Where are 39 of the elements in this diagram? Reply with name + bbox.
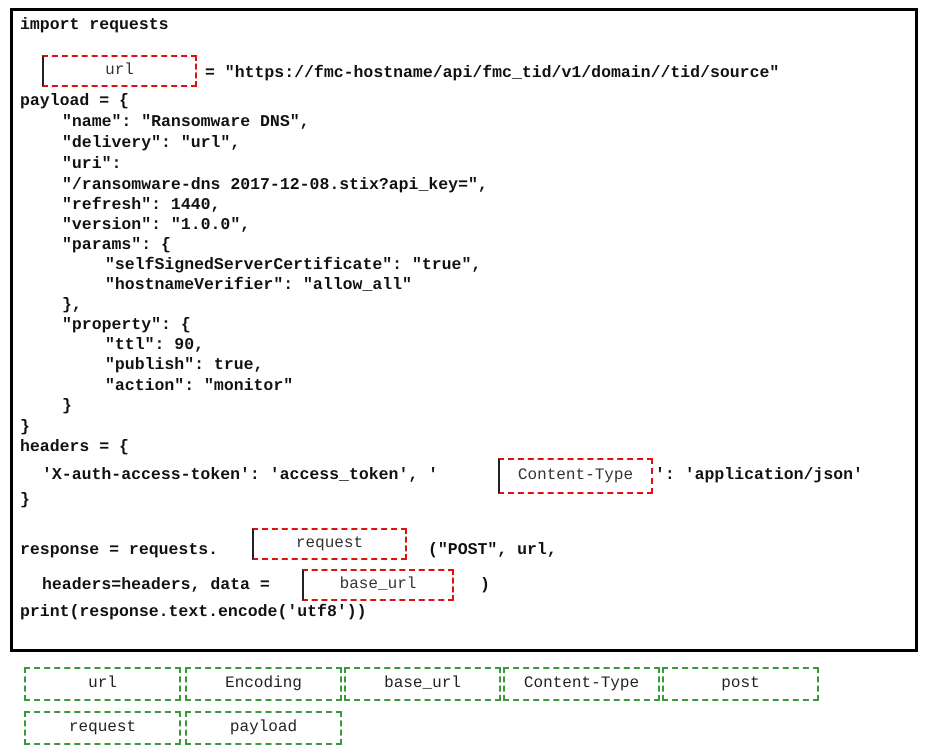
code-line: "version": "1.0.0", — [62, 215, 250, 235]
code-line: } — [20, 490, 30, 510]
code-line: "selfSignedServerCertificate": "true", — [105, 255, 482, 275]
code-line: ': 'application/json' — [655, 465, 863, 485]
code-line: "uri": — [62, 154, 122, 174]
answer-box: base_url — [302, 569, 454, 601]
answer-box: url — [42, 55, 197, 87]
code-line: } — [20, 417, 30, 437]
code-line: print(response.text.encode('utf8')) — [20, 602, 367, 622]
code-line: "name": "Ransomware DNS", — [62, 112, 310, 132]
answer-option: request — [24, 711, 181, 745]
code-line: }, — [62, 295, 82, 315]
code-line: response = requests. — [20, 540, 218, 560]
answer-option: post — [662, 667, 819, 701]
code-line: headers=headers, data = — [42, 575, 270, 595]
code-line: "refresh": 1440, — [62, 195, 220, 215]
answer-option: base_url — [344, 667, 501, 701]
answer-box: request — [252, 528, 407, 560]
code-line: "publish": true, — [105, 355, 264, 375]
code-line: ("POST", url, — [428, 540, 557, 560]
code-line: = "https://fmc-hostname/api/fmc_tid/v1/domain//tid/source" — [205, 63, 780, 83]
answer-option: payload — [185, 711, 342, 745]
answer-option: Encoding — [185, 667, 342, 701]
code-line: } — [62, 396, 72, 416]
code-line: payload = { — [20, 91, 129, 111]
code-line: "params": { — [62, 235, 171, 255]
answer-box: Content-Type — [498, 458, 653, 494]
code-line: "/ransomware-dns 2017-12-08.stix?api_key=", — [62, 175, 488, 195]
code-line: import requests — [20, 15, 169, 35]
code-line: "hostnameVerifier": "allow_all" — [105, 275, 412, 295]
code-line: "action": "monitor" — [105, 376, 294, 396]
code-line: "delivery": "url", — [62, 133, 240, 153]
code-line: headers = { — [20, 437, 129, 457]
answer-option: Content-Type — [503, 667, 660, 701]
answer-option: url — [24, 667, 181, 701]
code-line: "ttl": 90, — [105, 335, 204, 355]
code-line: 'X-auth-access-token': 'access_token', ' — [42, 465, 438, 485]
code-line: ) — [480, 575, 490, 595]
code-line: "property": { — [62, 315, 191, 335]
